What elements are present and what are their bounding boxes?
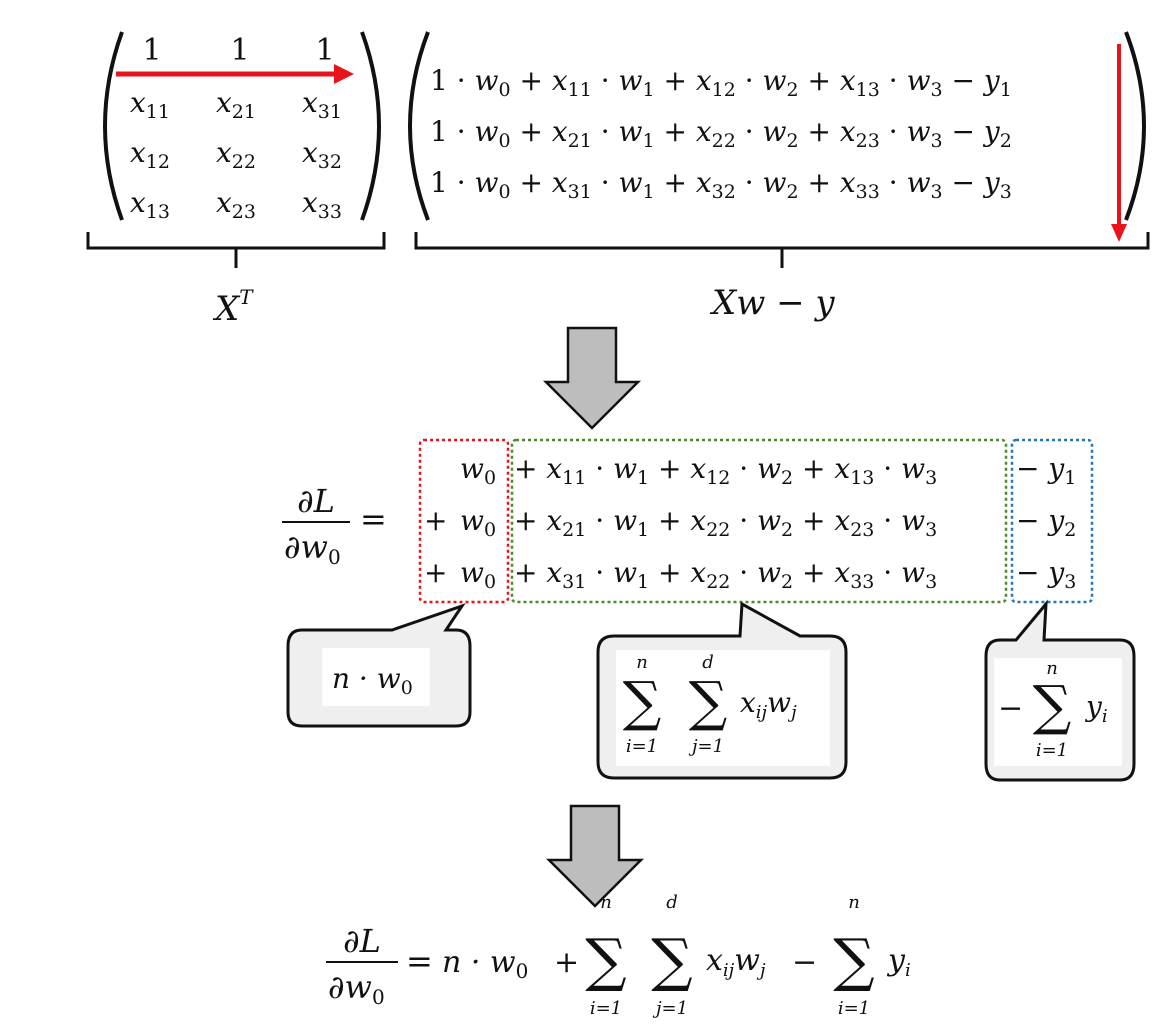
xt-cell-r2c1: x11 [130, 86, 170, 123]
xt-cell-r4c1: x13 [130, 186, 170, 223]
svg-text:+ x11 · w1 + x12 · w2 + x13 ·: + x11 · w1 + x12 · w2 + x13 · w3 [514, 452, 937, 489]
svg-text:w0: w0 [460, 556, 496, 593]
xt-row-arrow [116, 64, 354, 84]
svg-text:n · w0: n · w0 [332, 662, 413, 699]
final-lhs-num: ∂L [343, 922, 381, 960]
svg-text:− y1: − y1 [1016, 452, 1076, 489]
svg-text:i=1: i=1 [626, 736, 658, 757]
svg-text:w0: w0 [460, 452, 496, 489]
svg-text:i=1: i=1 [1036, 740, 1068, 761]
svg-text:j=1: j=1 [652, 998, 688, 1019]
svg-text:xijwj: xijwj [740, 686, 797, 723]
svg-text:d: d [702, 652, 714, 673]
xt-brace [86, 232, 386, 268]
svg-text:−: − [998, 691, 1023, 726]
derivative-expansion: ∂L ∂w0 = w0 + x11 · w1 + x12 · w2 + x13 … [282, 438, 1094, 604]
svg-text:xijwj: xijwj [706, 943, 766, 981]
svg-text:∑: ∑ [623, 670, 662, 733]
xt-left-paren [103, 31, 124, 221]
svg-text:− y3: − y3 [1016, 556, 1076, 593]
down-arrow-1 [542, 326, 642, 430]
svg-text:yi: yi [886, 943, 911, 981]
svg-text:+: + [424, 556, 447, 589]
y-group-box [1010, 438, 1094, 604]
xw-vector: 1 · w0 + x11 · w1 + x12 · w2 + x13 · w3 … [408, 31, 1150, 323]
xt-cell-r4c2: x23 [216, 186, 256, 223]
xt-right-paren [360, 31, 381, 221]
final-equation: ∂L ∂w0 = n · w0 + n ∑ i=1 d ∑ j=1 xijwj … [326, 892, 911, 1019]
final-n-w0: n · w0 [442, 945, 528, 983]
deriv-row-2: + w0 + x21 · w1 + x22 · w2 + x23 · w3 − … [424, 504, 1076, 541]
svg-text:yi: yi [1084, 690, 1108, 727]
xw-sum-group-box [510, 438, 1008, 604]
xt-label: XT [212, 285, 254, 329]
svg-text:n: n [848, 892, 860, 913]
svg-text:+: + [424, 504, 447, 537]
final-lhs-den: ∂w0 [328, 968, 385, 1009]
xw-row-3: 1 · w0 + x31 · w1 + x32 · w2 + x33 · w3 … [430, 166, 1012, 203]
final-minus: − [792, 945, 817, 980]
deriv-lhs-num: ∂L [297, 482, 335, 520]
final-plus: + [554, 945, 579, 980]
xt-cell-r2c3: x31 [302, 86, 342, 123]
callout-double-sum: n ∑ i=1 d ∑ j=1 xijwj [596, 601, 848, 780]
deriv-row-1: w0 + x11 · w1 + x12 · w2 + x13 · w3 − y1 [460, 452, 1076, 489]
svg-text:w0: w0 [460, 504, 496, 541]
xt-cell-r1c2: 1 [230, 33, 249, 68]
deriv-equals: = [360, 500, 387, 538]
xw-column-arrow [1111, 44, 1127, 242]
svg-text:n: n [600, 892, 612, 913]
xw-brace [414, 232, 1150, 268]
xt-cell-r3c2: x22 [216, 136, 256, 173]
svg-text:− y2: − y2 [1016, 504, 1076, 541]
callout-sum-y: − n ∑ i=1 yi [984, 599, 1136, 782]
svg-text:n: n [636, 652, 648, 673]
xt-cell-r4c3: x33 [302, 186, 342, 223]
svg-text:d: d [666, 892, 678, 913]
svg-text:n: n [1046, 658, 1058, 679]
callout-n-w0: n · w0 [286, 603, 472, 728]
svg-text:+ x21 · w1 + x22 · w2 + x23 ·: + x21 · w1 + x22 · w2 + x23 · w3 [514, 504, 937, 541]
xw-left-paren [408, 31, 430, 221]
svg-text:i=1: i=1 [590, 998, 622, 1019]
svg-text:i=1: i=1 [838, 998, 870, 1019]
xt-matrix: 1 1 1 x11 x21 x31 x12 x22 x32 x13 x23 x3… [86, 31, 386, 329]
svg-text:j=1: j=1 [688, 736, 724, 757]
svg-text:∑: ∑ [1033, 674, 1072, 737]
final-equals: = [406, 942, 433, 980]
w0-group-box [418, 438, 510, 604]
xt-cell-r1c1: 1 [142, 33, 161, 68]
xw-row-1: 1 · w0 + x11 · w1 + x12 · w2 + x13 · w3 … [430, 64, 1012, 101]
deriv-lhs-den: ∂w0 [284, 528, 341, 569]
xt-cell-r1c3: 1 [315, 33, 334, 68]
svg-text:∑: ∑ [833, 926, 874, 994]
xt-cell-r3c1: x12 [130, 136, 170, 173]
xw-right-paren [1124, 31, 1146, 221]
xt-cell-r2c2: x21 [216, 86, 256, 123]
svg-text:+ x31 · w1 + x22 · w2 + x33 ·: + x31 · w1 + x22 · w2 + x33 · w3 [514, 556, 937, 593]
xw-label: Xw − y [709, 283, 835, 323]
svg-text:∑: ∑ [651, 926, 692, 994]
xw-row-2: 1 · w0 + x21 · w1 + x22 · w2 + x23 · w3 … [430, 115, 1012, 152]
xt-cell-r3c3: x32 [302, 136, 342, 173]
down-arrow-2 [545, 804, 645, 908]
svg-text:∑: ∑ [585, 926, 626, 994]
svg-text:∑: ∑ [689, 670, 728, 733]
deriv-row-3: + w0 + x31 · w1 + x22 · w2 + x33 · w3 − … [424, 556, 1076, 593]
